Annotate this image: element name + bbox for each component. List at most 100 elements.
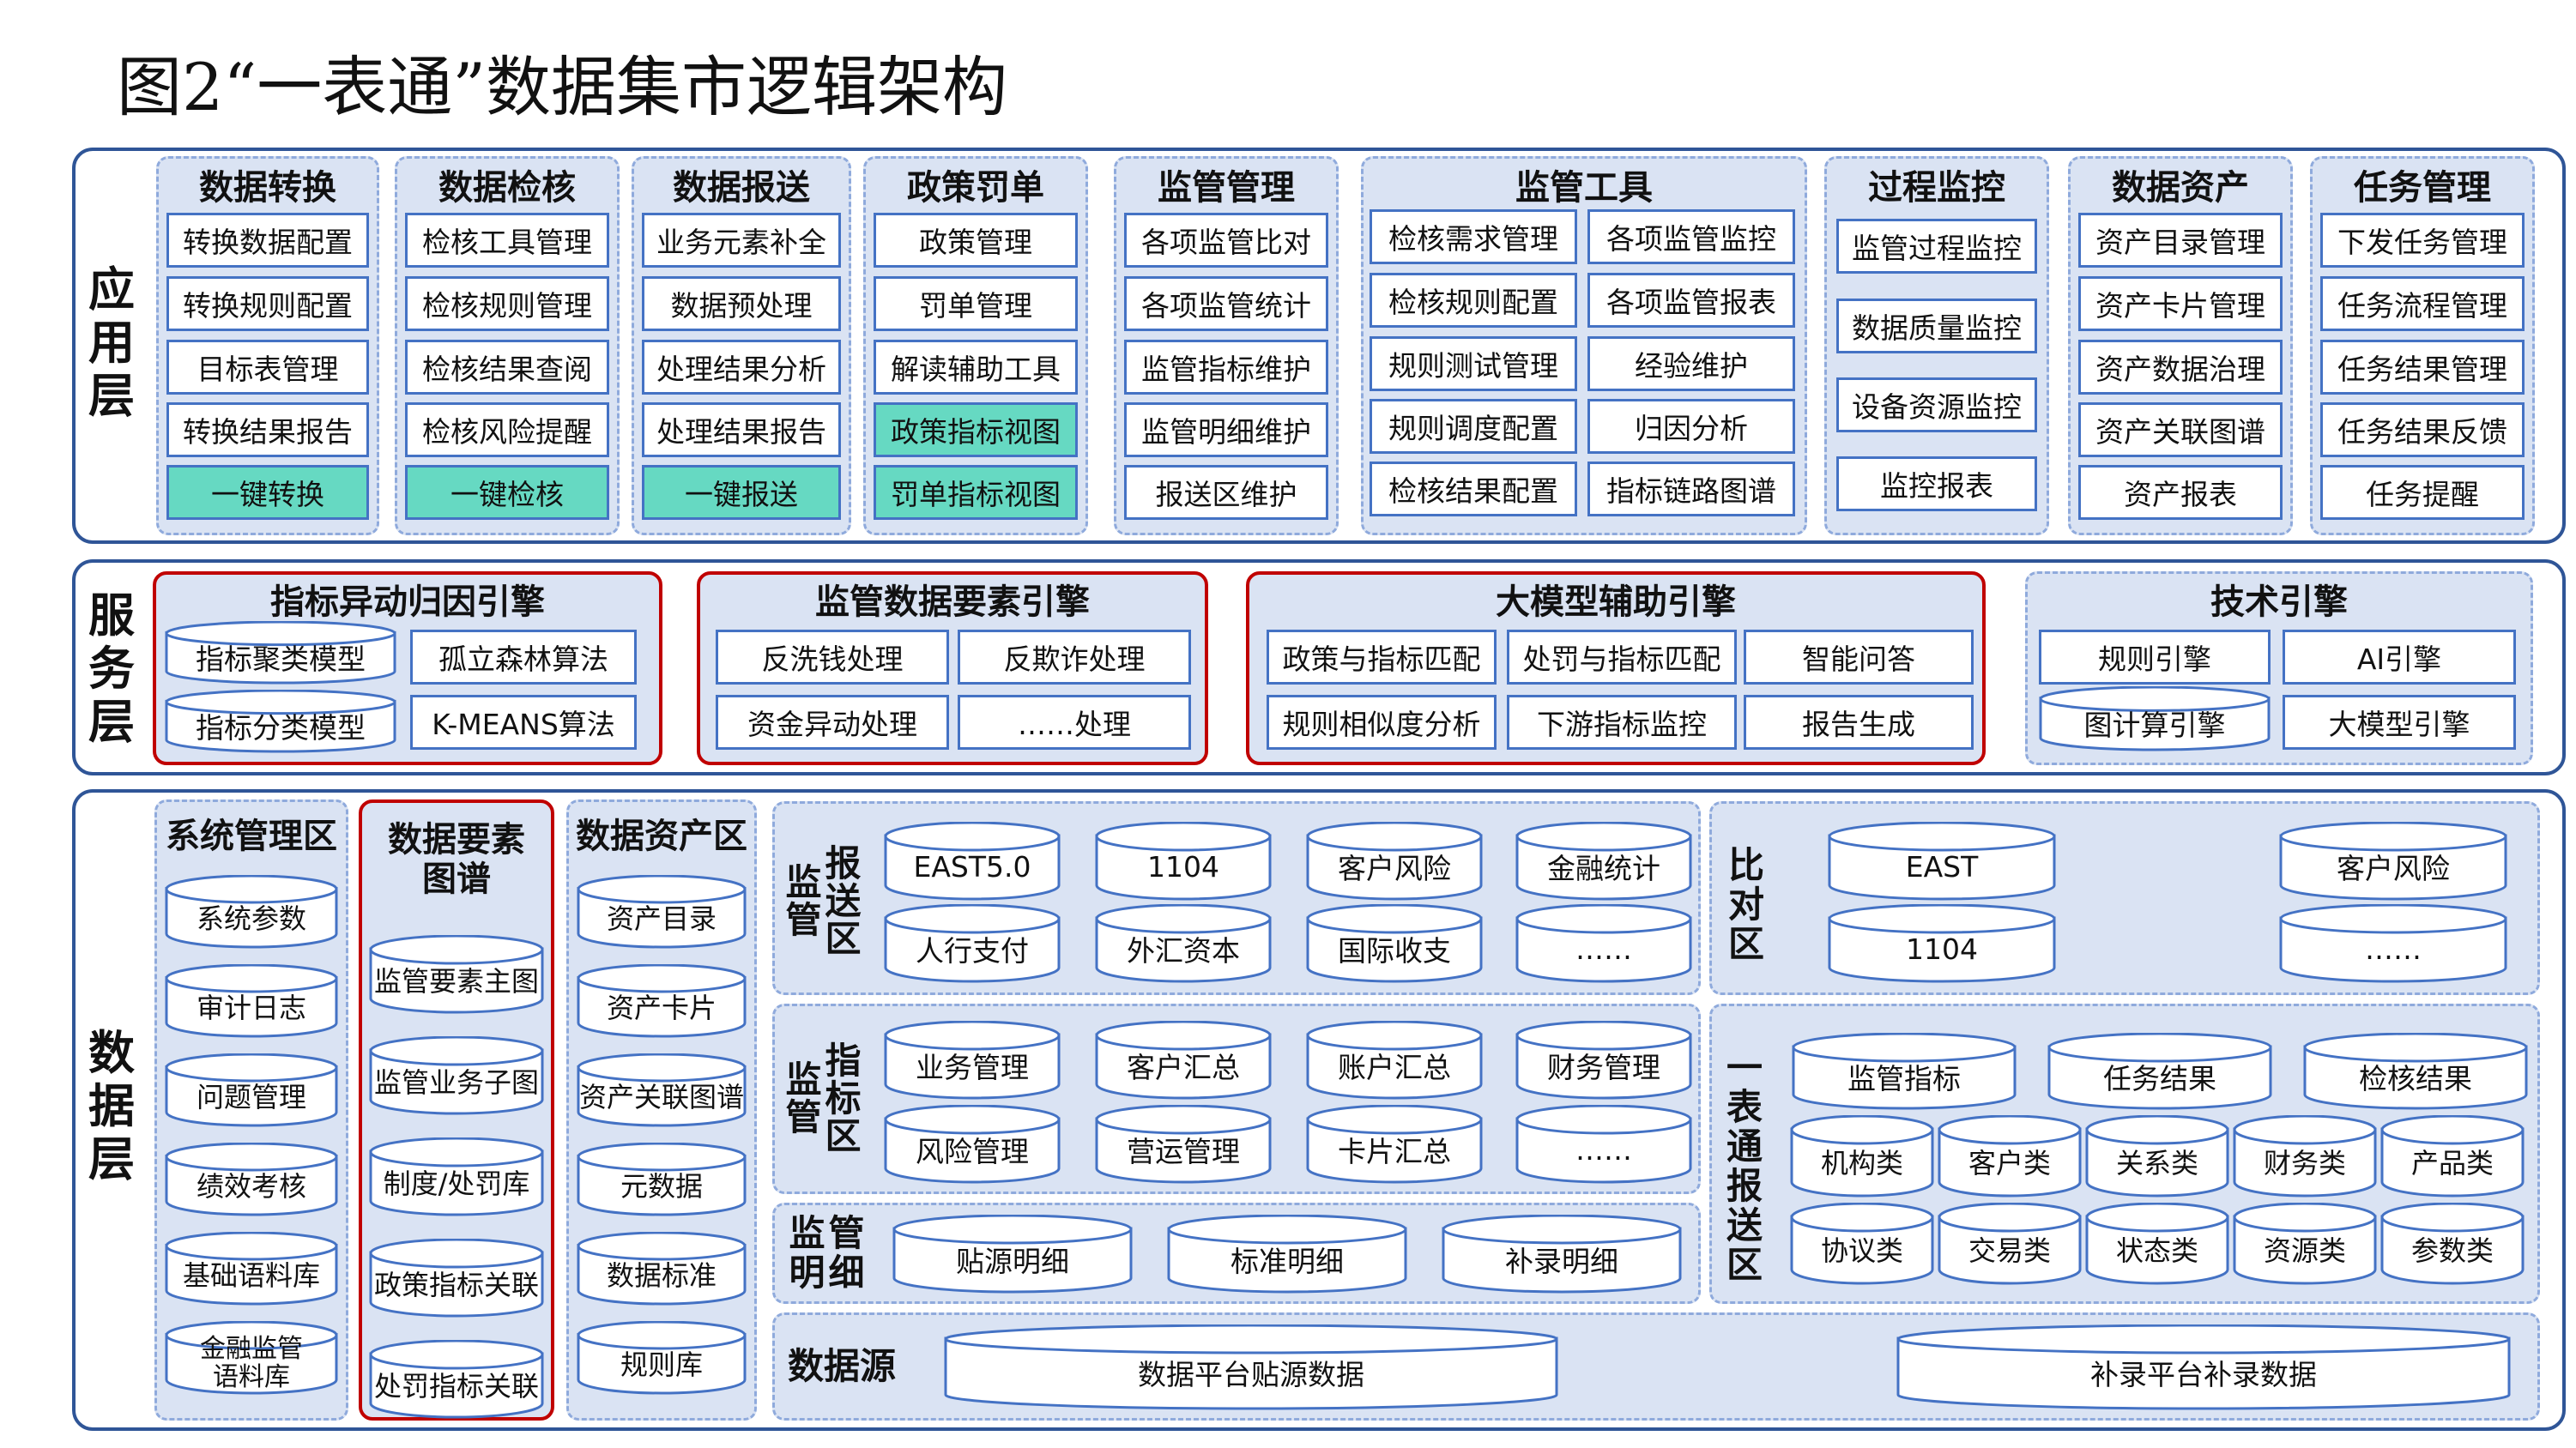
app-item[interactable]: 政策指标视图: [874, 402, 1078, 457]
app-item[interactable]: 检核风险提醒: [405, 402, 609, 457]
app-item[interactable]: 监控报表: [1836, 456, 2037, 511]
detail-item[interactable]: 贴源明细: [892, 1215, 1133, 1294]
engine-item[interactable]: 大模型引擎: [2283, 695, 2516, 750]
engine-item[interactable]: 下游指标监控: [1507, 695, 1737, 750]
app-item[interactable]: 检核规则管理: [405, 276, 609, 331]
ybt-top-item[interactable]: 任务结果: [2047, 1033, 2272, 1110]
app-item[interactable]: 数据预处理: [642, 276, 841, 331]
app-item[interactable]: 监管明细维护: [1124, 402, 1328, 457]
app-item[interactable]: 处理结果分析: [642, 340, 841, 395]
engine-item[interactable]: 规则引擎: [2039, 630, 2271, 685]
app-item[interactable]: 解读辅助工具: [874, 340, 1078, 395]
app-item[interactable]: 转换规则配置: [166, 276, 369, 331]
app-item[interactable]: 处理结果报告: [642, 402, 841, 457]
app-item[interactable]: 各项监管统计: [1124, 276, 1328, 331]
app-item[interactable]: 资产报表: [2078, 465, 2283, 520]
app-item[interactable]: 监管指标维护: [1124, 340, 1328, 395]
app-item[interactable]: 任务结果管理: [2320, 340, 2525, 395]
compare-item[interactable]: ……: [2279, 904, 2507, 983]
app-item[interactable]: 一键检核: [405, 465, 609, 520]
engine-item[interactable]: 反欺诈处理: [958, 630, 1191, 685]
ybt-item[interactable]: 产品类: [2380, 1115, 2525, 1198]
engine-item[interactable]: 图计算引擎: [2039, 686, 2271, 751]
engine-item[interactable]: 规则相似度分析: [1267, 695, 1497, 750]
engine-item[interactable]: 反洗钱处理: [716, 630, 949, 685]
app-item[interactable]: 任务结果反馈: [2320, 402, 2525, 457]
data-col-item[interactable]: 问题管理: [165, 1053, 338, 1127]
indicator-item[interactable]: 业务管理: [884, 1021, 1061, 1100]
detail-item[interactable]: 标准明细: [1167, 1215, 1407, 1294]
app-item[interactable]: 检核规则配置: [1370, 273, 1577, 328]
data-col-item[interactable]: 绩效考核: [165, 1143, 338, 1216]
engine-item[interactable]: 指标分类模型: [165, 690, 396, 753]
engine-item[interactable]: 指标聚类模型: [165, 621, 396, 685]
data-col-item[interactable]: 监管业务子图: [369, 1036, 544, 1115]
app-item[interactable]: 各项监管报表: [1587, 273, 1795, 328]
app-item[interactable]: 资产卡片管理: [2078, 276, 2283, 331]
data-col-item[interactable]: 审计日志: [165, 964, 338, 1038]
report-item[interactable]: ……: [1515, 904, 1692, 983]
app-item[interactable]: 设备资源监控: [1836, 377, 2037, 432]
indicator-item[interactable]: 财务管理: [1515, 1021, 1692, 1100]
ybt-item[interactable]: 机构类: [1790, 1115, 1934, 1198]
data-col-item[interactable]: 资产目录: [577, 875, 747, 949]
data-col-item[interactable]: 元数据: [577, 1143, 747, 1216]
engine-item[interactable]: 智能问答: [1744, 630, 1974, 685]
report-item[interactable]: 1104: [1095, 822, 1272, 901]
app-item[interactable]: 规则调度配置: [1370, 399, 1577, 454]
app-item[interactable]: 政策管理: [874, 213, 1078, 268]
data-col-item[interactable]: 规则库: [577, 1321, 747, 1395]
detail-item[interactable]: 补录明细: [1442, 1215, 1682, 1294]
data-col-item[interactable]: 金融监管 语料库: [165, 1321, 338, 1395]
ybt-item[interactable]: 交易类: [1938, 1203, 2082, 1285]
report-item[interactable]: 客户风险: [1306, 822, 1483, 901]
data-col-item[interactable]: 政策指标关联: [369, 1239, 544, 1318]
ybt-item[interactable]: 关系类: [2085, 1115, 2229, 1198]
app-item[interactable]: 指标链路图谱: [1587, 462, 1795, 516]
app-item[interactable]: 目标表管理: [166, 340, 369, 395]
indicator-item[interactable]: 账户汇总: [1306, 1021, 1483, 1100]
indicator-item[interactable]: ……: [1515, 1105, 1692, 1184]
report-item[interactable]: 外汇资本: [1095, 904, 1272, 983]
data-col-item[interactable]: 资产关联图谱: [577, 1053, 747, 1127]
engine-item[interactable]: ……处理: [958, 695, 1191, 750]
source-item[interactable]: 补录平台补录数据: [1896, 1324, 2511, 1410]
engine-item[interactable]: 报告生成: [1744, 695, 1974, 750]
engine-item[interactable]: K-MEANS算法: [410, 695, 637, 750]
indicator-item[interactable]: 客户汇总: [1095, 1021, 1272, 1100]
app-item[interactable]: 报送区维护: [1124, 465, 1328, 520]
app-item[interactable]: 归因分析: [1587, 399, 1795, 454]
app-item[interactable]: 任务提醒: [2320, 465, 2525, 520]
data-col-item[interactable]: 基础语料库: [165, 1232, 338, 1306]
app-item[interactable]: 规则测试管理: [1370, 336, 1577, 391]
report-item[interactable]: 人行支付: [884, 904, 1061, 983]
engine-item[interactable]: AI引擎: [2283, 630, 2516, 685]
app-item[interactable]: 监管过程监控: [1836, 219, 2037, 274]
app-item[interactable]: 各项监管监控: [1587, 209, 1795, 264]
app-item[interactable]: 资产目录管理: [2078, 213, 2283, 268]
compare-item[interactable]: 客户风险: [2279, 822, 2507, 901]
ybt-item[interactable]: 资源类: [2233, 1203, 2377, 1285]
app-item[interactable]: 检核结果配置: [1370, 462, 1577, 516]
ybt-item[interactable]: 财务类: [2233, 1115, 2377, 1198]
app-item[interactable]: 转换数据配置: [166, 213, 369, 268]
engine-item[interactable]: 政策与指标匹配: [1267, 630, 1497, 685]
engine-item[interactable]: 处罚与指标匹配: [1507, 630, 1737, 685]
app-item[interactable]: 业务元素补全: [642, 213, 841, 268]
indicator-item[interactable]: 风险管理: [884, 1105, 1061, 1184]
app-item[interactable]: 数据质量监控: [1836, 299, 2037, 353]
engine-item[interactable]: 资金异动处理: [716, 695, 949, 750]
app-item[interactable]: 检核结果查阅: [405, 340, 609, 395]
data-col-item[interactable]: 监管要素主图: [369, 935, 544, 1014]
compare-item[interactable]: 1104: [1828, 904, 2056, 983]
data-col-item[interactable]: 数据标准: [577, 1232, 747, 1306]
app-item[interactable]: 任务流程管理: [2320, 276, 2525, 331]
indicator-item[interactable]: 卡片汇总: [1306, 1105, 1483, 1184]
app-item[interactable]: 检核需求管理: [1370, 209, 1577, 264]
app-item[interactable]: 资产数据治理: [2078, 340, 2283, 395]
app-item[interactable]: 下发任务管理: [2320, 213, 2525, 268]
ybt-item[interactable]: 状态类: [2085, 1203, 2229, 1285]
app-item[interactable]: 资产关联图谱: [2078, 402, 2283, 457]
ybt-item[interactable]: 参数类: [2380, 1203, 2525, 1285]
data-col-item[interactable]: 资产卡片: [577, 964, 747, 1038]
